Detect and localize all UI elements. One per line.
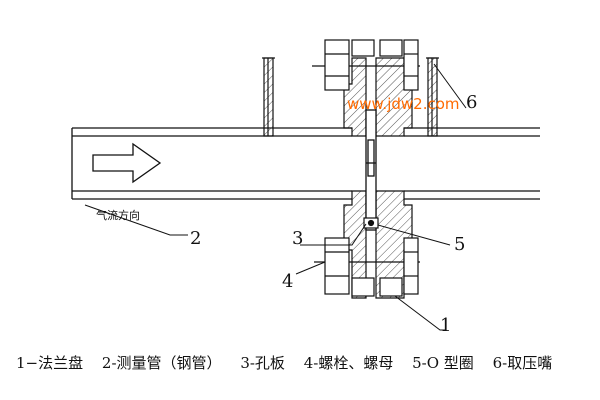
- legend: 1−法兰盘 2-测量管（钢管） 3-孔板 4-螺栓、螺母 5-O 型圈 6-取压…: [16, 352, 586, 373]
- legend-item-flange: 1−法兰盘: [16, 354, 84, 372]
- leader-lines: [84, 63, 467, 331]
- legend-item-bolt-nut: 4-螺栓、螺母: [303, 354, 394, 372]
- callout-6: 6: [466, 92, 477, 113]
- callout-1: 1: [440, 315, 451, 336]
- flow-direction-arrow: [92, 142, 162, 184]
- watermark-text: www.jdw2.com: [347, 95, 460, 113]
- legend-item-pressure-tap: 6-取压嘴: [492, 354, 553, 372]
- bolt-nut-lower: [314, 237, 420, 297]
- callout-3: 3: [292, 228, 303, 249]
- flow-direction-label: 气流方向: [96, 208, 140, 222]
- callout-2: 2: [190, 228, 201, 249]
- orifice-plate: [365, 109, 377, 231]
- legend-item-orifice-plate: 3-孔板: [240, 354, 285, 372]
- pressure-tap-right: [426, 57, 439, 137]
- bolt-nut-upper: [312, 39, 420, 91]
- callout-5: 5: [454, 234, 465, 255]
- o-ring: [363, 217, 379, 229]
- callout-4: 4: [282, 271, 293, 292]
- flange-upper: [343, 57, 413, 137]
- cross-section-drawing: 1 2 3 4 5 6 气流方向 www.jdw2.com: [71, 39, 540, 336]
- pressure-tap-left: [262, 57, 275, 137]
- measuring-pipe-right: [404, 127, 540, 200]
- legend-item-measuring-pipe: 2-测量管（钢管）: [101, 354, 222, 372]
- measuring-pipe-left: [71, 127, 352, 200]
- legend-item-o-ring: 5-O 型圈: [412, 354, 474, 372]
